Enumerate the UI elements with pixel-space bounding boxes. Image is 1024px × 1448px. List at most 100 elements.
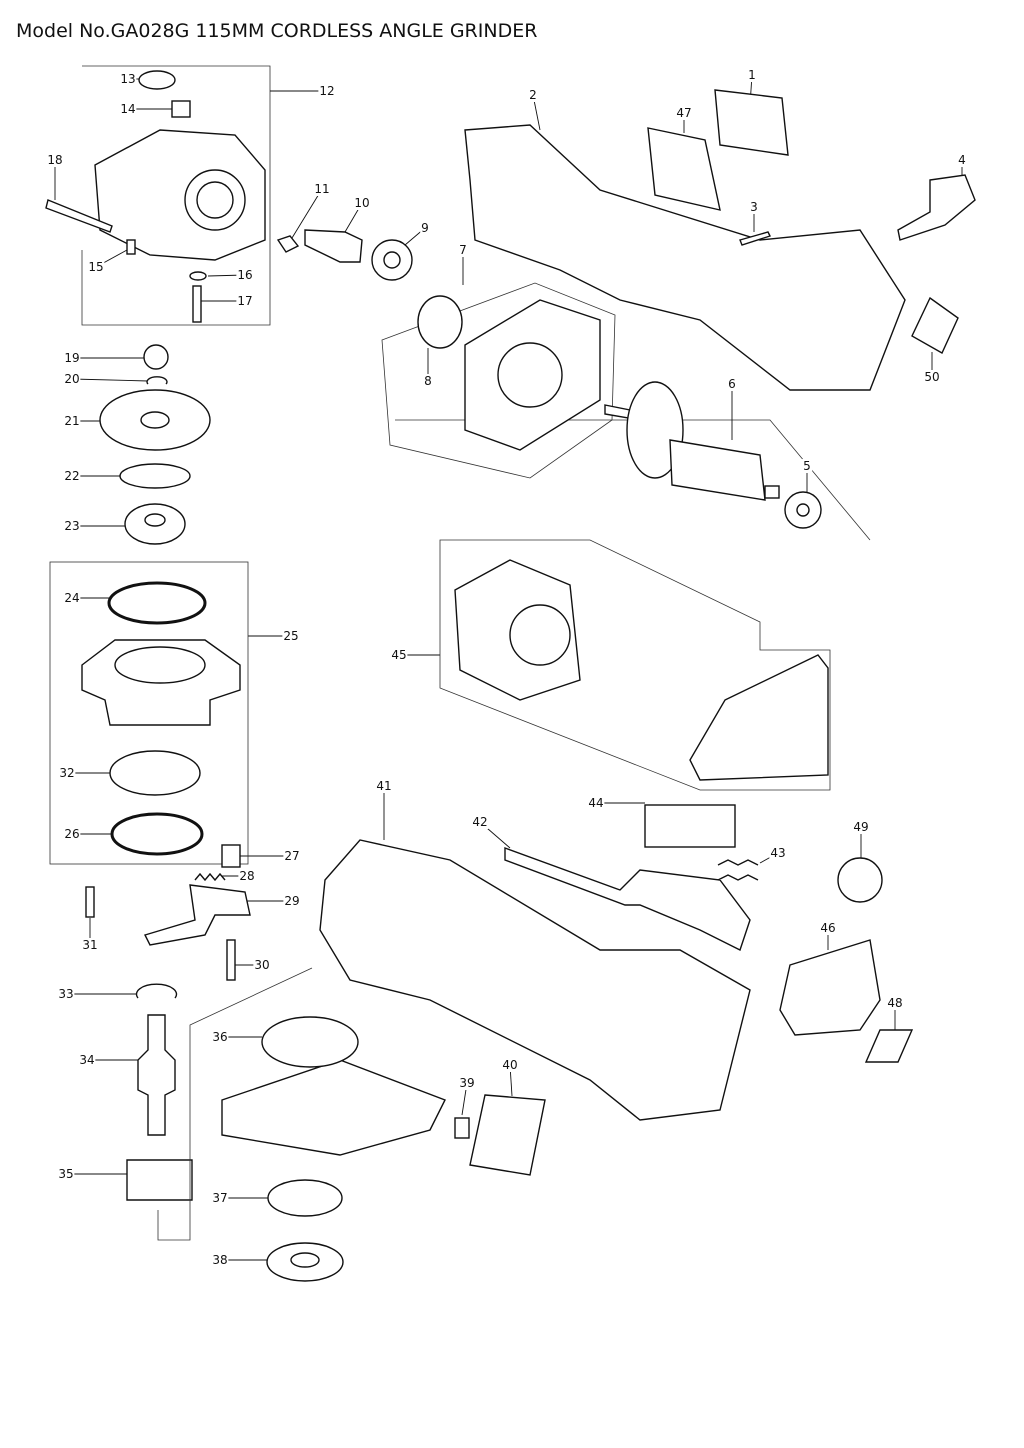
- ring-32: [109, 750, 201, 796]
- part-label-16: 16: [236, 268, 254, 282]
- o-ring-26: [110, 812, 204, 856]
- part-label-6: 6: [727, 377, 737, 391]
- part-label-33: 33: [57, 987, 75, 1001]
- label-47: [647, 127, 721, 211]
- part-label-20: 20: [63, 372, 81, 386]
- part-label-28: 28: [238, 869, 256, 883]
- bearing-retainer-bore: [114, 646, 206, 684]
- insulation-39: [454, 1117, 470, 1139]
- stator-group: [439, 539, 831, 791]
- controller-board: [689, 654, 829, 781]
- retainer-group: [49, 561, 249, 865]
- o-ring-16: [189, 271, 207, 281]
- spring-28: [194, 872, 226, 882]
- part-label-14: 14: [119, 102, 137, 116]
- terminal-46: [779, 939, 881, 1036]
- part-label-18: 18: [46, 153, 64, 167]
- part-label-11: 11: [313, 182, 331, 196]
- inner-flange-37: [267, 1179, 343, 1217]
- part-label-38: 38: [211, 1253, 229, 1267]
- shaft-lock-27: [221, 844, 241, 868]
- bearing-23-inner: [144, 513, 166, 527]
- gear-housing-bore-inner: [196, 181, 234, 219]
- label-48: [864, 1029, 914, 1063]
- armature-group: [395, 419, 871, 541]
- retaining-ring-22: [119, 463, 191, 489]
- leader-line-20: [71, 378, 149, 382]
- part-label-12: 12: [318, 84, 336, 98]
- part-label-39: 39: [458, 1076, 476, 1090]
- part-label-46: 46: [819, 921, 837, 935]
- wheel-collar-35: [126, 1159, 193, 1201]
- speed-dial-49: [837, 857, 883, 903]
- o-ring-24: [107, 581, 207, 625]
- part-label-31: 31: [81, 938, 99, 952]
- part-label-1: 1: [747, 68, 757, 82]
- part-label-15: 15: [87, 260, 105, 274]
- commutator: [764, 485, 780, 499]
- lock-nut-38-hub: [290, 1252, 320, 1268]
- part-label-49: 49: [852, 820, 870, 834]
- stator-hub: [509, 604, 571, 666]
- bearing-5-inner: [796, 503, 810, 517]
- spindle-34: [137, 1014, 176, 1136]
- part-label-47: 47: [675, 106, 693, 120]
- part-label-40: 40: [501, 1058, 519, 1072]
- bearing-9-inner: [383, 251, 401, 269]
- part-label-36: 36: [211, 1030, 229, 1044]
- leader-line-11: [291, 188, 323, 239]
- spring-14: [171, 100, 191, 118]
- bearing-box-bore: [497, 342, 563, 408]
- switch-rod-42: [504, 846, 751, 951]
- part-label-10: 10: [353, 196, 371, 210]
- part-label-8: 8: [423, 374, 433, 388]
- part-label-3: 3: [749, 200, 759, 214]
- part-label-30: 30: [253, 958, 271, 972]
- diagram-title: Model No.GA028G 115MM CORDLESS ANGLE GRI…: [16, 20, 538, 42]
- bevel-gear-21-hub: [140, 411, 170, 429]
- part-label-23: 23: [63, 519, 81, 533]
- spring-43: [717, 859, 759, 881]
- lock-button-cap: [138, 70, 176, 90]
- wheel-guard-clamp: [261, 1016, 359, 1068]
- wheel-guard: [221, 1059, 446, 1156]
- part-label-9: 9: [420, 221, 430, 235]
- part-label-2: 2: [528, 88, 538, 102]
- part-label-37: 37: [211, 1191, 229, 1205]
- screw-3: [739, 231, 771, 246]
- part-label-41: 41: [375, 779, 393, 793]
- part-label-43: 43: [769, 846, 787, 860]
- part-label-7: 7: [458, 243, 468, 257]
- screw-30: [226, 939, 236, 981]
- retaining-ring-33: [135, 983, 178, 999]
- part-label-27: 27: [283, 849, 301, 863]
- bearing-box-group: [381, 282, 616, 479]
- part-label-17: 17: [236, 294, 254, 308]
- part-label-42: 42: [471, 815, 489, 829]
- part-label-29: 29: [283, 894, 301, 908]
- pin-17: [192, 285, 202, 323]
- part-label-26: 26: [63, 827, 81, 841]
- armature-fan: [626, 381, 684, 479]
- rear-housing: [319, 839, 751, 1121]
- retaining-ring-20: [146, 376, 168, 385]
- part-label-24: 24: [63, 591, 81, 605]
- nut-11: [276, 235, 300, 253]
- group-outlines: [81, 65, 871, 541]
- part-label-44: 44: [587, 796, 605, 810]
- switch-lever-4: [897, 174, 976, 241]
- part-label-45: 45: [390, 648, 408, 662]
- part-label-5: 5: [802, 459, 812, 473]
- terminal-40: [469, 1094, 546, 1176]
- part-label-34: 34: [78, 1053, 96, 1067]
- pin-15: [126, 239, 136, 255]
- bearing-19: [143, 344, 169, 370]
- bolt-18: [45, 199, 113, 233]
- screw-31: [85, 886, 95, 918]
- spindle-group-line: [157, 967, 313, 1241]
- part-label-19: 19: [63, 351, 81, 365]
- part-label-32: 32: [58, 766, 76, 780]
- part-label-35: 35: [57, 1167, 75, 1181]
- armature-core: [669, 439, 766, 501]
